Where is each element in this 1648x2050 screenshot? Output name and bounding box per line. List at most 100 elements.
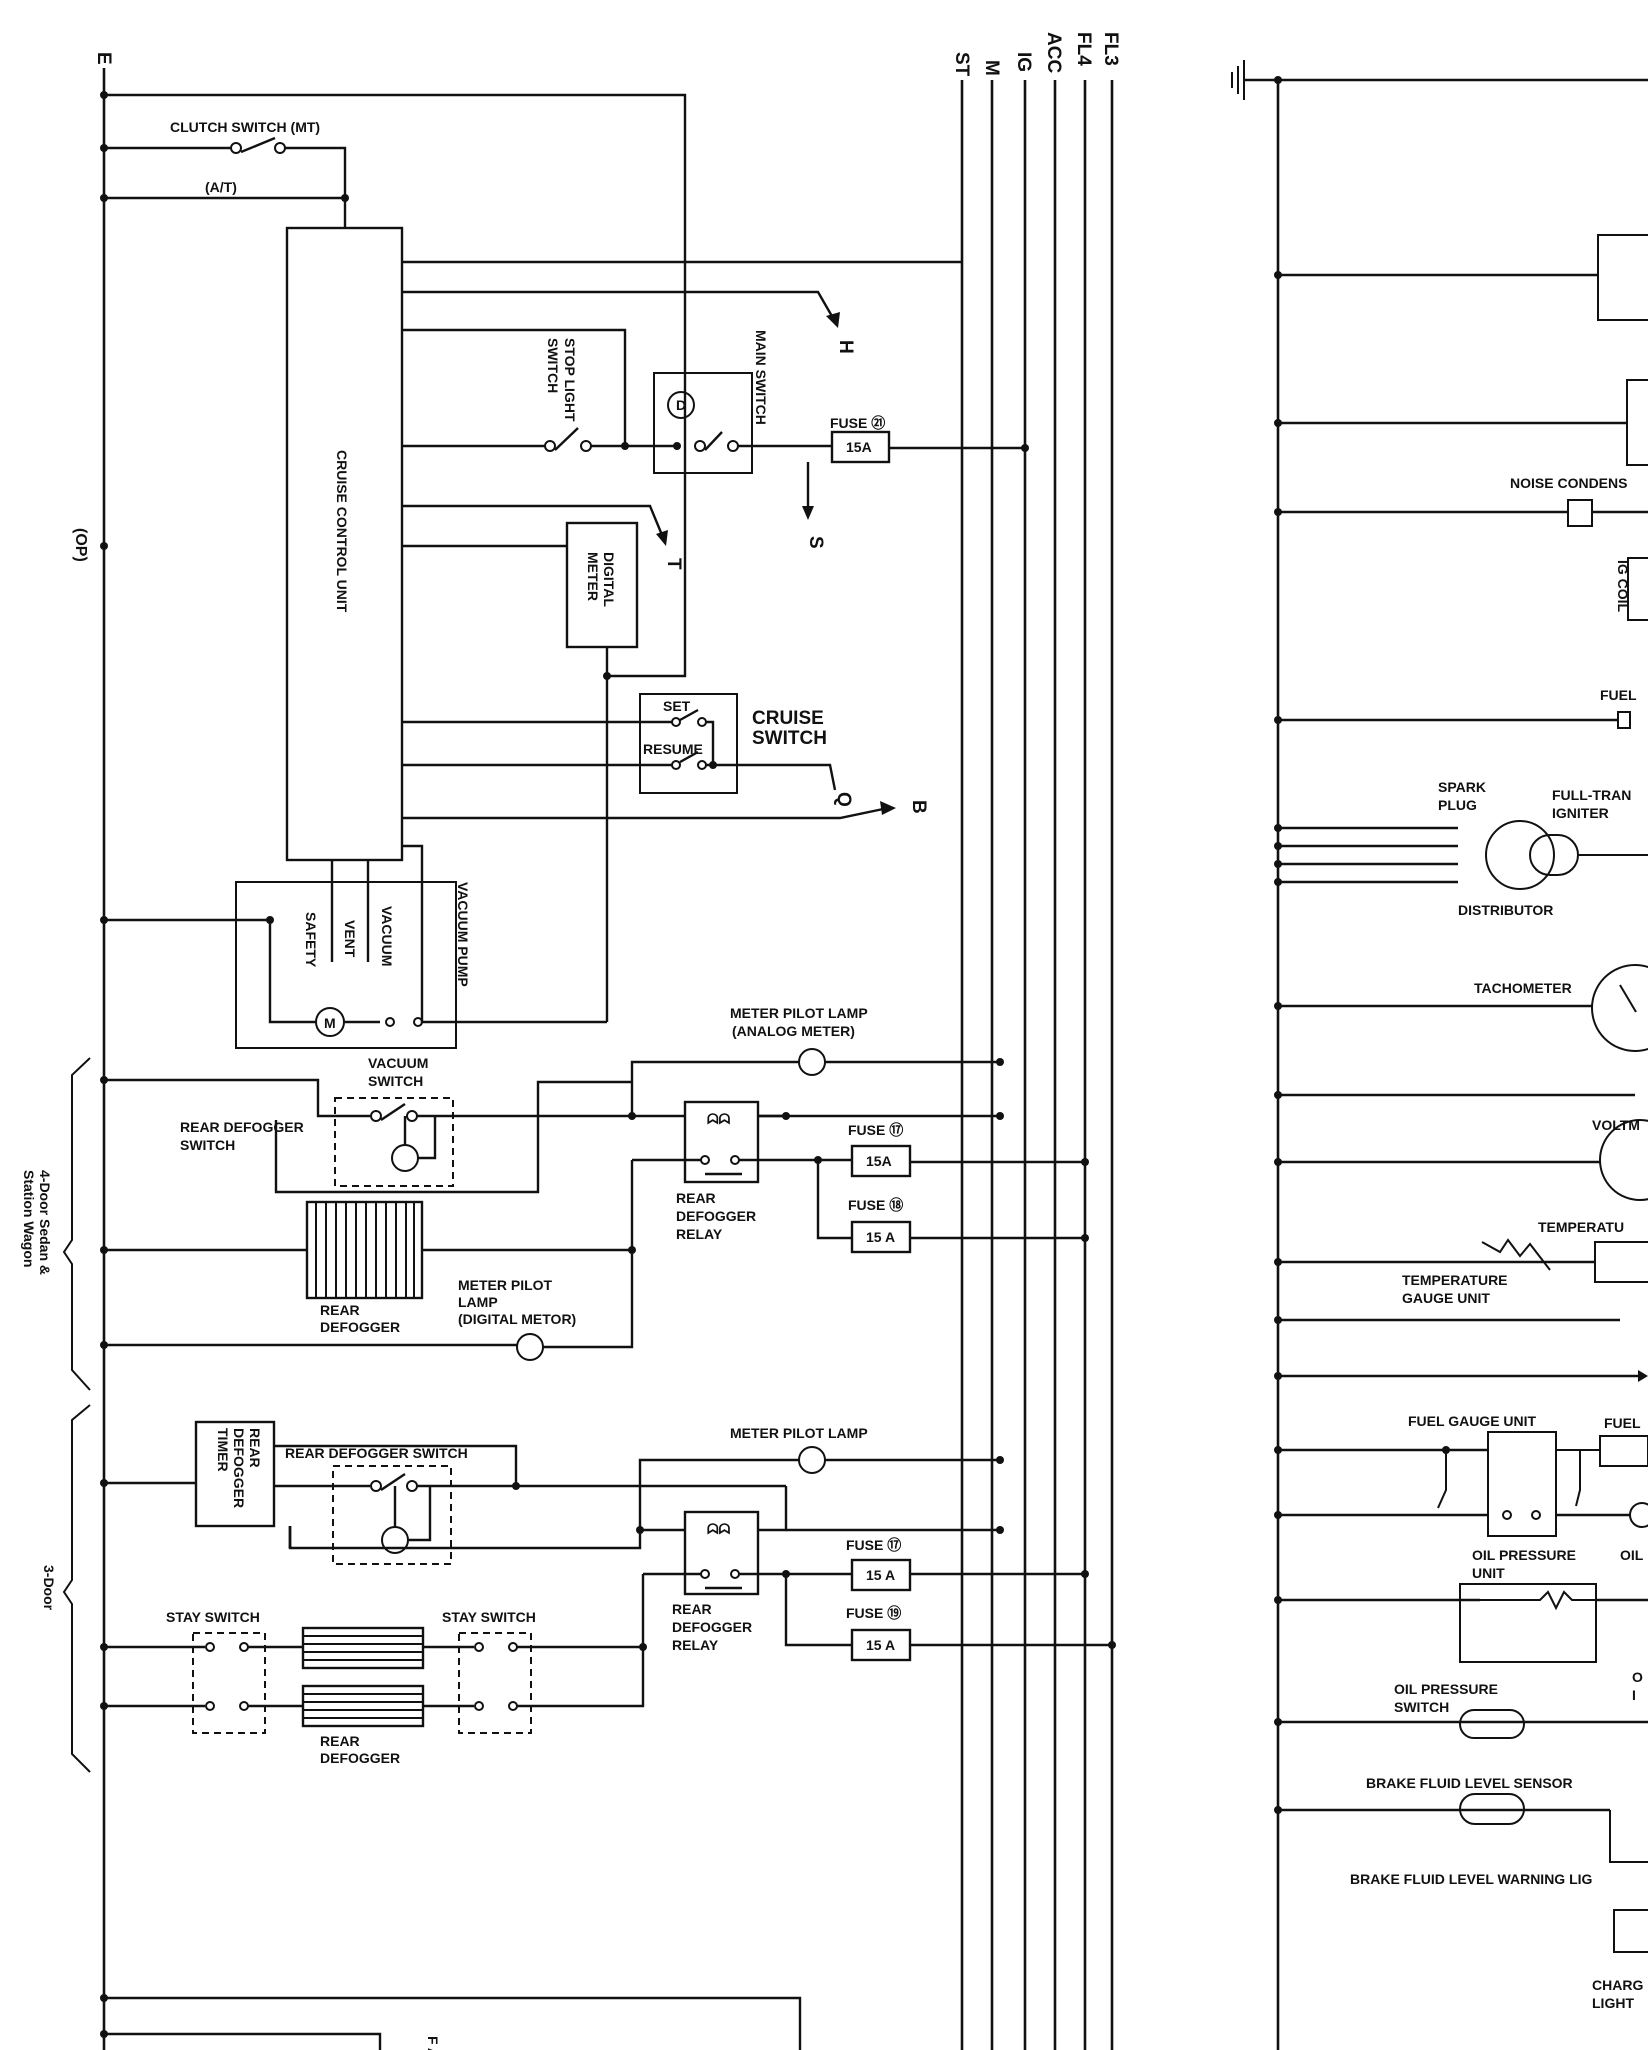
- o-frag-label-1: O: [1632, 1669, 1643, 1685]
- meter-pilot-lamp-analog-label-2: (ANALOG METER): [732, 1023, 855, 1039]
- temperatu-label: TEMPERATU: [1538, 1219, 1624, 1235]
- cruise-control-section: CLUTCH SWITCH (MT) (A/T) CRUISE CONTROL …: [104, 93, 1029, 1049]
- vacuum-switch: [334, 1097, 454, 1187]
- rear-defogger-switch-3door-label: REAR DEFOGGER SWITCH: [285, 1445, 468, 1461]
- four-door-label-2: Station Wagon: [21, 1170, 37, 1267]
- fuse17-label: FUSE ⑰: [848, 1122, 903, 1138]
- o-frag-label-2: I: [1632, 1687, 1636, 1703]
- meter-pilot-lamp-analog: [798, 1048, 826, 1076]
- voltm-label: VOLTM: [1592, 1117, 1640, 1133]
- main-switch: [653, 372, 753, 474]
- connector-t: T: [663, 558, 684, 570]
- rear-defogger-timer-label-1: REAR: [247, 1428, 263, 1468]
- digital-meter-label-1: DIGITAL: [601, 552, 617, 607]
- rear-defogger: [305, 1200, 424, 1300]
- fuse17-rating: 15A: [866, 1153, 892, 1169]
- rear-defogger-switch-label-2: SWITCH: [180, 1137, 235, 1153]
- three-door-defogger-section: 3-Door REAR DEFOGGER TIMER REAR DEFOGGER…: [41, 1404, 1116, 1773]
- three-door-label: 3-Door: [41, 1565, 57, 1611]
- connector-h: H: [835, 340, 856, 354]
- cruise-switch-label-1: CRUISE: [752, 708, 824, 729]
- meter-pilot-lamp-analog-label-1: METER PILOT LAMP: [730, 1005, 868, 1021]
- vacuum-switch-label-1: VACUUM: [368, 1055, 428, 1071]
- spark-plug-label-1: SPARK: [1438, 779, 1486, 795]
- vacuum-pump: [235, 881, 457, 1049]
- noise-condenser-label: NOISE CONDENS: [1510, 475, 1627, 491]
- digital-meter: [565, 521, 639, 649]
- rear-defogger-relay-3door: [683, 1510, 760, 1596]
- fuse21: [830, 430, 891, 464]
- rear-defogger-relay-3door-label-2: DEFOGGER: [672, 1619, 752, 1635]
- bottom-fragment: F A: [425, 2036, 441, 2050]
- distributor-label: DISTRIBUTOR: [1458, 902, 1553, 918]
- bus-label-acc: ACC: [1043, 32, 1064, 73]
- fuse17-3door-label: FUSE ⑰: [846, 1537, 901, 1553]
- clutch-switch-label: CLUTCH SWITCH (MT): [170, 119, 320, 135]
- charge-light-label-2: LIGHT: [1592, 1995, 1634, 2011]
- vacuum-label: VACUUM: [379, 906, 395, 966]
- meter-pilot-lamp-label: METER PILOT LAMP: [730, 1425, 868, 1441]
- right-page: NOISE CONDENS IG COIL FUEL SPARK PLUG FU…: [1231, 60, 1648, 2050]
- fuel-gauge-unit: [1487, 1431, 1557, 1537]
- cruise-control-unit-label: CRUISE CONTROL UNIT: [334, 450, 350, 613]
- stay-switch-right: [458, 1632, 532, 1734]
- svg-text:M: M: [324, 1015, 336, 1031]
- voltmeter: [1599, 1119, 1648, 1201]
- bus-label-m: M: [981, 60, 1002, 76]
- vacuum-pump-label: VACUUM PUMP: [455, 882, 471, 987]
- cruise-control-unit: [285, 226, 404, 862]
- rear-defogger-switch-3door: [332, 1465, 452, 1565]
- bottom-wires: F A: [104, 1996, 802, 2050]
- rear-defogger-timer-label-2: DEFOGGER: [231, 1428, 247, 1508]
- bus-label-ig: IG: [1013, 52, 1034, 72]
- connector-s: S: [805, 536, 826, 549]
- rear-defogger-3door-upper: [301, 1626, 425, 1670]
- oil-pressure-unit-label-2: UNIT: [1472, 1565, 1505, 1581]
- digital-meter-label-2: METER: [585, 552, 601, 601]
- rear-defogger-switch-label-1: REAR DEFOGGER: [180, 1119, 304, 1135]
- power-buses: ST M IG ACC FL4 FL3: [951, 32, 1121, 2050]
- svg-text:D: D: [676, 397, 686, 413]
- op-label: (OP): [72, 528, 89, 562]
- oil-pressure-switch-label-1: OIL PRESSURE: [1394, 1681, 1498, 1697]
- four-door-defogger-section: 4-Door Sedan & Station Wagon METER PILOT…: [21, 1005, 1089, 1391]
- at-label: (A/T): [205, 179, 237, 195]
- rear-defogger-label-2: DEFOGGER: [320, 1319, 400, 1335]
- bus-label-st: ST: [951, 52, 972, 77]
- rear-defogger-relay-label-2: DEFOGGER: [676, 1208, 756, 1224]
- temp-gauge-unit-label-1: TEMPERATURE: [1402, 1272, 1508, 1288]
- cruise-switch-label-2: SWITCH: [752, 728, 827, 749]
- full-tran-label-2: IGNITER: [1552, 805, 1609, 821]
- rear-defogger-3door-lower: [301, 1684, 425, 1728]
- meter-pilot-lamp-digital-label-3: (DIGITAL METOR): [458, 1311, 576, 1327]
- stop-light-switch-label-2: SWITCH: [545, 338, 561, 393]
- rear-defogger-relay: [683, 1100, 760, 1184]
- tachometer-label: TACHOMETER: [1474, 980, 1572, 996]
- meter-pilot-lamp-digital-label-2: LAMP: [458, 1294, 498, 1310]
- stay-switch-right-label: STAY SWITCH: [442, 1609, 536, 1625]
- svg-text:ᗣᗣ: ᗣᗣ: [707, 1111, 731, 1127]
- main-switch-label: MAIN SWITCH: [753, 330, 769, 425]
- fuel-label-1: FUEL: [1600, 687, 1637, 703]
- brake-fluid-sensor-label: BRAKE FLUID LEVEL SENSOR: [1366, 1775, 1573, 1791]
- fuel-gauge-unit-label: FUEL GAUGE UNIT: [1408, 1413, 1537, 1429]
- brake-fluid-warning-label: BRAKE FLUID LEVEL WARNING LIG: [1350, 1871, 1593, 1887]
- charge-light-label-1: CHARG: [1592, 1977, 1643, 1993]
- e-label: E: [93, 52, 114, 65]
- oil-pressure-switch: [1459, 1709, 1525, 1739]
- oil-pressure-unit-label-1: OIL PRESSURE: [1472, 1547, 1576, 1563]
- oil-pressure-switch-label-2: SWITCH: [1394, 1699, 1449, 1715]
- cruise-set-label: SET: [663, 698, 691, 714]
- meter-pilot-lamp-digital-label-1: METER PILOT: [458, 1277, 553, 1293]
- fuse17-3door-rating: 15 A: [866, 1567, 895, 1583]
- fuse18-label: FUSE ⑱: [848, 1197, 903, 1213]
- bus-label-fl4: FL4: [1073, 32, 1094, 66]
- rear-defogger-relay-3door-label-1: REAR: [672, 1601, 712, 1617]
- bus-label-fl3: FL3: [1100, 32, 1121, 66]
- connector-b: B: [908, 800, 929, 814]
- rear-defogger-3door-label-2: DEFOGGER: [320, 1750, 400, 1766]
- full-tran-label-1: FULL-TRAN: [1552, 787, 1631, 803]
- fuse19-rating: 15 A: [866, 1637, 895, 1653]
- safety-label: SAFETY: [303, 912, 319, 968]
